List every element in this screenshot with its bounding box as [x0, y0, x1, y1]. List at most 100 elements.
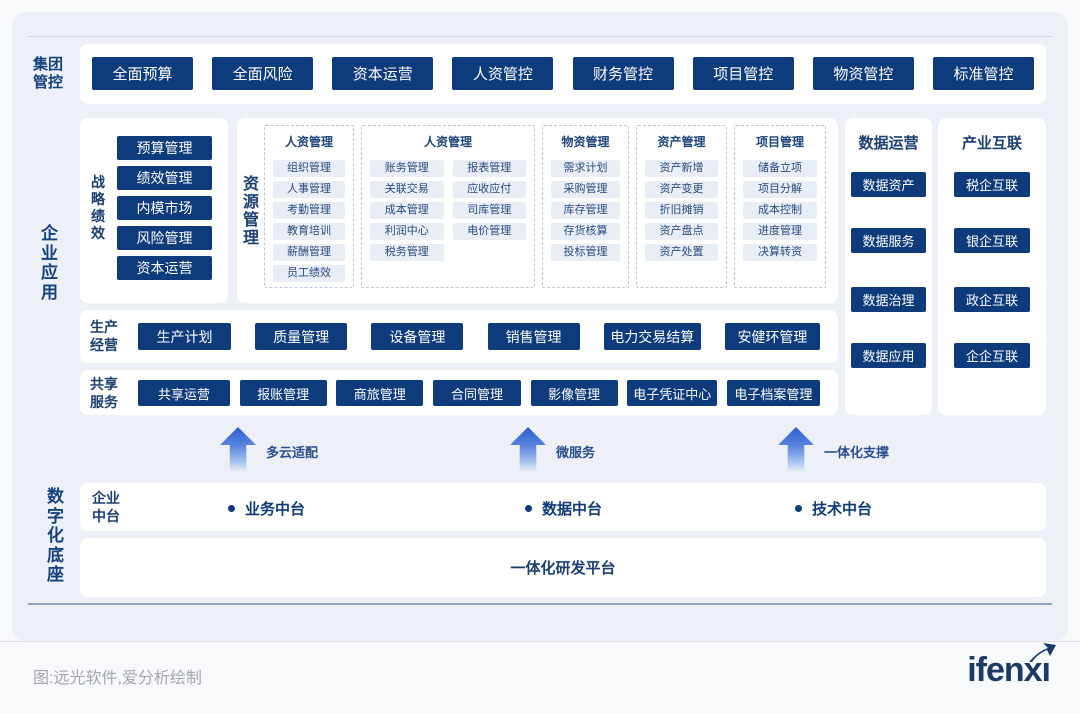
- ifenxi-logo: ifenxı: [967, 643, 1056, 690]
- resource-group-columns: 账务管理关联交易成本管理利润中心税务管理报表管理应收应付司库管理电价管理: [362, 160, 534, 261]
- strategy-button: 风险管理: [117, 226, 212, 250]
- source-caption: 图:远光软件,爱分析绘制: [33, 670, 202, 687]
- shared-services-buttons: 共享运营报账管理商旅管理合同管理影像管理电子凭证中心电子档案管理: [138, 380, 820, 406]
- shared-services-panel: 共享 服务 共享运营报账管理商旅管理合同管理影像管理电子凭证中心电子档案管理: [80, 370, 838, 415]
- arrow-label: 一体化支撑: [824, 445, 890, 460]
- production-button: 安健环管理: [724, 323, 820, 350]
- production-button: 电力交易结算: [603, 323, 701, 350]
- resource-label: 资 源 管 理: [243, 176, 260, 247]
- industry-connect-button: 税企互联: [954, 172, 1030, 197]
- resource-item: 折旧摊销: [645, 202, 718, 219]
- enterprise-apps-label: 企 业 应 用: [41, 224, 58, 302]
- group-control-button: 项目管控: [692, 57, 794, 90]
- resource-column: 报表管理应收应付司库管理电价管理: [452, 160, 526, 261]
- data-operations-button: 数据服务: [851, 228, 926, 253]
- group-control-buttons: 全面预算全面风险资本运营人资管控财务管控项目管控物资管控标准管控: [92, 57, 1034, 90]
- resource-item: 投标管理: [551, 244, 620, 261]
- resource-item: 应收应付: [452, 181, 526, 198]
- resource-column: 需求计划采购管理库存管理存货核算投标管理: [551, 160, 620, 261]
- resource-item: 决算转资: [743, 244, 817, 261]
- resource-group-title: 物资管理: [561, 135, 610, 149]
- resource-item: 资产盘点: [645, 223, 718, 240]
- resource-item: 成本控制: [743, 202, 817, 219]
- resource-item: 税务管理: [370, 244, 444, 261]
- resource-item: 员工绩效: [273, 265, 345, 282]
- up-arrow-icon: [510, 427, 546, 472]
- resource-item: 关联交易: [370, 181, 444, 198]
- frame-bottom-line: [28, 603, 1052, 605]
- digital-foundation-label: 数 字 化 底 座: [47, 487, 64, 585]
- resource-item: 司库管理: [452, 202, 526, 219]
- logo-text: ifenx: [967, 651, 1042, 689]
- group-control-button: 标准管控: [932, 57, 1034, 90]
- strategy-button: 预算管理: [117, 136, 212, 160]
- footer-divider: [0, 641, 1080, 642]
- strategy-button: 资本运营: [117, 256, 212, 280]
- rd-platform-panel: 一体化研发平台: [80, 538, 1046, 597]
- frame-top-line: [28, 36, 1052, 37]
- production-buttons: 生产计划质量管理设备管理销售管理电力交易结算安健环管理: [138, 323, 820, 350]
- resource-item: 电价管理: [452, 223, 526, 240]
- resource-column: 储备立项项目分解成本控制进度管理决算转资: [743, 160, 817, 261]
- industry-connect-buttons: 税企互联银企互联政企互联企企互联: [938, 118, 1046, 415]
- industry-connect-panel: 产业互联 税企互联银企互联政企互联企企互联: [938, 118, 1046, 415]
- data-operations-button: 数据治理: [851, 287, 926, 312]
- middle-platform-label: 企业 中台: [92, 490, 120, 524]
- resource-column: 账务管理关联交易成本管理利润中心税务管理: [370, 160, 444, 261]
- production-button: 销售管理: [487, 323, 580, 350]
- group-control-button: 人资管控: [452, 57, 554, 90]
- group-control-button: 全面预算: [92, 57, 193, 90]
- production-button: 设备管理: [371, 323, 464, 350]
- resource-item: 项目分解: [743, 181, 817, 198]
- shared-services-button: 合同管理: [432, 380, 521, 406]
- resource-groups: 人资管理组织管理人事管理考勤管理教育培训薪酬管理员工绩效人资管理账务管理关联交易…: [264, 125, 826, 288]
- resource-item: 资产新增: [645, 160, 718, 177]
- resource-group: 物资管理需求计划采购管理库存管理存货核算投标管理: [542, 125, 629, 288]
- industry-connect-button: 银企互联: [954, 228, 1030, 253]
- resource-item: 存货核算: [551, 223, 620, 240]
- shared-services-button: 报账管理: [239, 380, 327, 406]
- arrow-group: 多云适配: [220, 427, 420, 475]
- rd-platform-label: 一体化研发平台: [510, 560, 616, 577]
- resource-group-title: 人资管理: [284, 135, 333, 149]
- resource-group: 人资管理账务管理关联交易成本管理利润中心税务管理报表管理应收应付司库管理电价管理: [361, 125, 535, 288]
- data-operations-title: 数据运营: [858, 135, 919, 152]
- resource-item: 组织管理: [273, 160, 345, 177]
- resource-group: 项目管理储备立项项目分解成本控制进度管理决算转资: [734, 125, 826, 288]
- resource-column: 组织管理人事管理考勤管理教育培训薪酬管理员工绩效: [273, 160, 345, 282]
- production-button: 质量管理: [255, 323, 348, 350]
- group-control-label: 集团 管控: [33, 56, 64, 91]
- industry-connect-button: 企企互联: [954, 343, 1030, 368]
- resource-group-columns: 储备立项项目分解成本控制进度管理决算转资: [735, 160, 825, 261]
- resource-item: 储备立项: [743, 160, 817, 177]
- arrows-row: 多云适配微服务一体化支撑: [0, 427, 1080, 475]
- resource-group-columns: 组织管理人事管理考勤管理教育培训薪酬管理员工绩效: [265, 160, 353, 282]
- resource-group-title: 资产管理: [657, 135, 706, 149]
- middle-platform-items: 业务中台数据中台技术中台: [80, 483, 1046, 531]
- arrow-group: 一体化支撑: [778, 427, 978, 475]
- resource-group: 资产管理资产新增资产变更折旧摊销资产盘点资产处置: [636, 125, 727, 288]
- data-operations-buttons: 数据资产数据服务数据治理数据应用: [845, 118, 932, 415]
- resource-item: 库存管理: [551, 202, 620, 219]
- group-control-button: 资本运营: [332, 57, 434, 90]
- data-operations-button: 数据资产: [851, 172, 926, 197]
- strategy-label: 战 略 绩 效: [91, 174, 105, 242]
- resource-group-title: 人资管理: [423, 135, 472, 149]
- production-button: 生产计划: [138, 323, 231, 350]
- arrow-label: 多云适配: [266, 445, 319, 460]
- resource-item: 利润中心: [370, 223, 444, 240]
- resource-group-title: 项目管理: [755, 135, 804, 149]
- middle-platform-item: 数据中台: [525, 498, 602, 519]
- logo-arrow-icon: [1029, 643, 1056, 662]
- resource-item: 资产变更: [645, 181, 718, 198]
- resource-item: 薪酬管理: [273, 244, 345, 261]
- shared-services-button: 商旅管理: [336, 380, 424, 406]
- up-arrow-icon: [220, 427, 256, 472]
- shared-services-button: 影像管理: [530, 380, 618, 406]
- strategy-button: 内模市场: [117, 196, 212, 220]
- resource-item: 考勤管理: [273, 202, 345, 219]
- production-panel: 生产 经营 生产计划质量管理设备管理销售管理电力交易结算安健环管理: [80, 310, 838, 363]
- group-control-button: 物资管控: [812, 57, 914, 90]
- resource-item: 采购管理: [551, 181, 620, 198]
